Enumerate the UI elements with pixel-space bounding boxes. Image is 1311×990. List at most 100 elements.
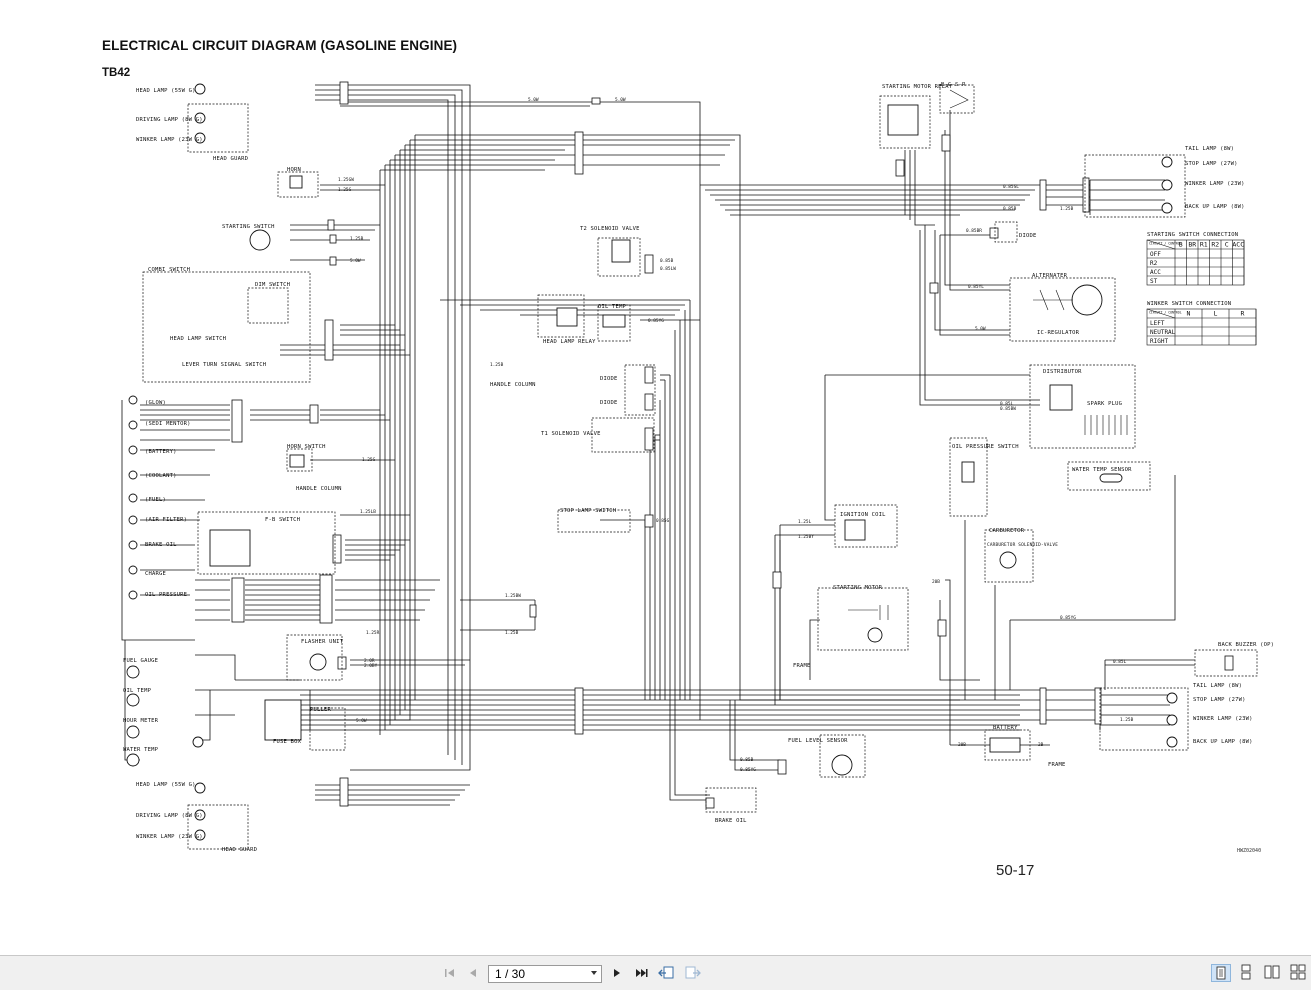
wire-label: 1.25L (798, 519, 812, 525)
winker-lamp-bottom-label: WINKER LAMP (23W G) (136, 834, 203, 840)
head-lamp-top-label: HEAD LAMP (55W G) (136, 88, 196, 94)
brake-oil-indicator-label: BRAKE OIL (145, 542, 177, 548)
stop-lamp-switch-label: STOP LAMP SWITCH (560, 508, 616, 514)
previous-page-button[interactable] (464, 964, 482, 982)
spark-plug-label: SPARK PLUG (1087, 401, 1122, 407)
t1-solenoid-label: T1 SOLENOID VALVE (541, 431, 601, 437)
table-row-label: LEFT (1150, 320, 1165, 327)
fuse-box-label: FUSE BOX (273, 739, 302, 745)
next-page-button[interactable] (608, 964, 626, 982)
table-column-header: L (1214, 310, 1218, 318)
go-back-button[interactable] (657, 964, 675, 982)
back-up-lamp-bottom-label: BACK UP LAMP (8W) (1193, 739, 1253, 745)
previous-page-icon (470, 969, 476, 977)
tail-lamp-top-label: TAIL LAMP (8W) (1185, 146, 1234, 152)
wire-label: 0.85YG (648, 318, 664, 324)
wire-label: 5.0W (528, 97, 539, 103)
lever-turn-signal-label: LEVER TURN SIGNAL SWITCH (182, 362, 266, 368)
continuous-facing-view-button[interactable] (1289, 964, 1309, 982)
wire-label: 1.25GW (338, 177, 354, 183)
head-guard-bottom-label: HEAD GUARD (222, 847, 257, 853)
glow-label: (GLOW) (145, 400, 166, 406)
fuel-level-sensor-label: FUEL LEVEL SENSOR (788, 738, 848, 744)
wire-label: 1.25B (1120, 717, 1134, 723)
back-up-lamp-top-label: BACK UP LAMP (8W) (1185, 204, 1245, 210)
facing-view-button[interactable] (1263, 964, 1283, 982)
wire-label: 0.85G (656, 518, 670, 524)
table-column-header: R2 (1211, 241, 1219, 249)
document-page: ELECTRICAL CIRCUIT DIAGRAM (GASOLINE ENG… (102, 38, 1274, 879)
single-page-icon (1216, 966, 1226, 980)
diode-label-3: DIODE (1019, 233, 1037, 239)
table-column-header: BR (1188, 241, 1196, 249)
back-buzzer-label: BACK BUZZER (OP) (1218, 642, 1274, 648)
table-row-label: RIGHT (1150, 338, 1168, 345)
wire-label: 1.25BY (798, 534, 814, 540)
oil-pressure-indicator-label: OIL PRESSURE (145, 592, 187, 598)
table-row-label: R2 (1150, 260, 1158, 267)
page-selector[interactable]: 1 / 30 (488, 965, 602, 983)
wire-label: 0.85YL (968, 284, 984, 290)
wire-label: 0.85L (1000, 401, 1014, 407)
fuel-indicator-label: (FUEL) (145, 497, 166, 503)
wire-label: 1.25LB (360, 509, 376, 515)
wire-label: 0.85LW (660, 266, 676, 272)
model-code: TB42 (102, 67, 131, 79)
table-corner-label: CIRCUIT / CONTROL (1149, 311, 1182, 315)
table-row-label: NEUTRAL (1150, 329, 1176, 336)
drawing-code: HWZ02040 (1237, 848, 1262, 854)
last-page-icon (636, 969, 648, 977)
wire-label: 0.85YG (1060, 615, 1076, 621)
puller-label: PULLER (310, 707, 332, 713)
fb-switch-label: F-B SWITCH (265, 517, 300, 523)
table-column-header: N (1187, 310, 1191, 318)
continuous-icon (1241, 964, 1251, 980)
horn-label: HORN (287, 167, 301, 173)
charge-label: CHARGE (145, 571, 166, 577)
wire-label: 2.0BY (364, 663, 378, 669)
battery-label: BATTERY (993, 725, 1018, 731)
carburetor-label: CARBURETOR (989, 528, 1025, 534)
wire-label: 5.0W (975, 326, 986, 332)
flasher-unit-label: FLASHER UNIT (301, 639, 344, 645)
alternator-label: ALTERNATER (1032, 273, 1068, 279)
bgsr-label: B-G-S-R (941, 82, 966, 88)
oil-pressure-switch-label: OIL PRESSURE SWITCH (952, 444, 1019, 450)
table-corner-divider (1146, 239, 1176, 250)
wire-label: 0.85SL (1003, 184, 1019, 190)
wire-label: 0.85BR (966, 228, 982, 234)
component-symbols (126, 83, 1178, 841)
battery-indicator-label: (BATTERY) (145, 449, 177, 455)
wire-label: 20B (932, 579, 940, 585)
handle-column-label-2: HANDLE COLUMN (490, 382, 536, 388)
starting-switch-table-title: STARTING SWITCH CONNECTION (1147, 232, 1238, 238)
continuous-view-button[interactable] (1237, 964, 1257, 982)
brake-oil-label: BRAKE OIL (715, 818, 747, 824)
table-column-header: R1 (1200, 241, 1208, 249)
circuit-diagram: HEAD LAMP (55W G) DRIVING LAMP (8W G) WI… (121, 81, 1274, 853)
next-page-icon (614, 969, 620, 977)
t2-solenoid-label: T2 SOLENOID VALVE (580, 226, 640, 232)
head-lamp-relay-label: HEAD LAMP RELAY (543, 339, 596, 345)
chevron-down-icon (591, 971, 597, 975)
starting-switch-label: STARTING SWITCH (222, 224, 275, 230)
first-page-button[interactable] (441, 964, 459, 982)
go-forward-button[interactable] (684, 964, 702, 982)
diode-label-2: DIODE (600, 400, 618, 406)
last-page-button[interactable] (632, 964, 650, 982)
page-title: ELECTRICAL CIRCUIT DIAGRAM (GASOLINE ENG… (102, 38, 458, 53)
wire-label: 1.25B (350, 236, 364, 242)
wire-label: 1.25B (505, 630, 519, 636)
ignition-coil-label: IGNITION COIL (840, 512, 886, 518)
single-page-view-button[interactable] (1211, 964, 1231, 982)
wire-label: 5.0W (615, 97, 626, 103)
table-row-label: OFF (1150, 251, 1161, 258)
winker-lamp-rear-top-label: WINKER LAMP (23W) (1185, 181, 1245, 187)
wire-label: 1.25G (362, 457, 376, 463)
wire-label: 1.25B (490, 362, 504, 368)
head-lamp-switch-label: HEAD LAMP SWITCH (170, 336, 226, 342)
wire-label: 20B (958, 742, 966, 748)
wire-label: 0.85B (1003, 206, 1017, 212)
